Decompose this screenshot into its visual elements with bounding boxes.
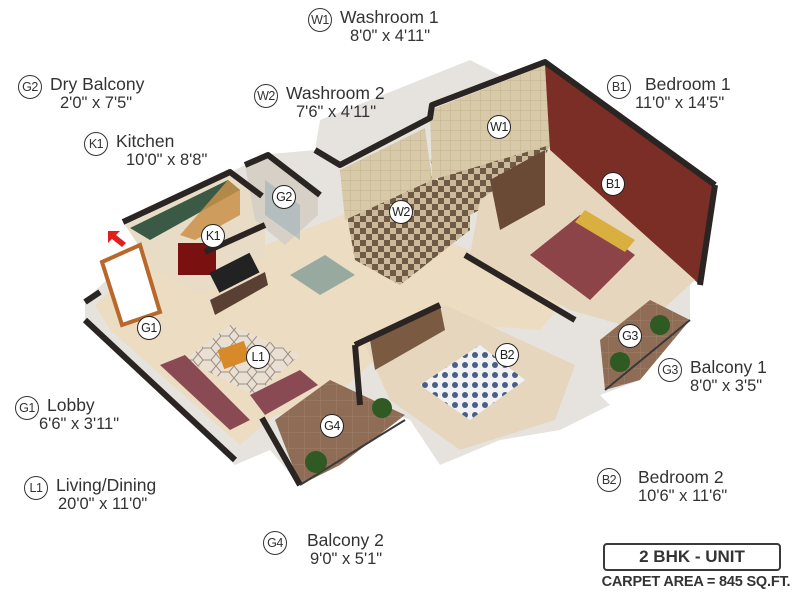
room-dimensions: 8'0" x 4'11" bbox=[350, 27, 431, 45]
entrance-door bbox=[99, 242, 163, 328]
wardrobe bbox=[490, 150, 545, 230]
marker-g4: G4 bbox=[320, 414, 344, 438]
room-dimensions: 20'0" x 11'0" bbox=[58, 495, 148, 513]
unit-type-label: 2 BHK - UNIT bbox=[639, 547, 745, 566]
room-name: Bedroom 1 bbox=[645, 74, 731, 94]
legend-badge: B1 bbox=[607, 75, 631, 99]
room-dimensions: 7'6" x 4'11" bbox=[296, 103, 377, 121]
marker-k1: K1 bbox=[201, 224, 225, 248]
legend-badge: G3 bbox=[658, 358, 682, 382]
room-name: Bedroom 2 bbox=[638, 467, 724, 487]
sofa bbox=[160, 355, 250, 430]
marker-l1: L1 bbox=[246, 345, 270, 369]
room-name: Balcony 1 bbox=[690, 357, 767, 377]
legend-badge: K1 bbox=[84, 132, 108, 156]
room-dimensions: 11'0" x 14'5" bbox=[635, 94, 725, 112]
room-name: Dry Balcony bbox=[50, 74, 145, 94]
legend-badge: W1 bbox=[308, 8, 332, 32]
marker-g3: G3 bbox=[618, 324, 642, 348]
dining-table bbox=[290, 255, 355, 295]
room-name: Living/Dining bbox=[56, 475, 157, 495]
marker-b1: B1 bbox=[601, 172, 625, 196]
legend-badge: G4 bbox=[263, 531, 287, 555]
room-dimensions: 6'6" x 3'11" bbox=[39, 415, 120, 433]
marker-w1: W1 bbox=[487, 115, 511, 139]
legend-badge: W2 bbox=[254, 84, 278, 108]
marker-g2: G2 bbox=[272, 185, 296, 209]
room-name: Washroom 2 bbox=[286, 83, 385, 103]
marker-g1: G1 bbox=[137, 316, 161, 340]
room-dimensions: 10'0" x 8'8" bbox=[126, 151, 208, 169]
room-dimensions: 10'6" x 11'6" bbox=[638, 487, 728, 505]
room-name: Lobby bbox=[47, 395, 95, 415]
unit-type-box: 2 BHK - UNIT bbox=[603, 543, 781, 571]
legend-badge: L1 bbox=[24, 476, 48, 500]
legend-badge: B2 bbox=[597, 468, 621, 492]
bedroom-1-wall bbox=[545, 65, 715, 285]
room-name: Balcony 2 bbox=[307, 530, 384, 550]
room-dimensions: 9'0" x 5'1" bbox=[310, 550, 383, 568]
marker-b2: B2 bbox=[495, 343, 519, 367]
room-dimensions: 2'0" x 7'5" bbox=[60, 94, 133, 112]
tv-unit bbox=[210, 272, 268, 315]
room-name: Kitchen bbox=[116, 131, 175, 151]
marker-w2: W2 bbox=[389, 200, 413, 224]
room-dimensions: 8'0" x 3'5" bbox=[690, 377, 763, 395]
room-name: Washroom 1 bbox=[340, 7, 439, 27]
carpet-area-label: CARPET AREA = 845 SQ.FT. bbox=[601, 574, 791, 590]
walls bbox=[82, 59, 718, 487]
entrance-arrow-icon bbox=[108, 231, 126, 247]
legend-badge: G1 bbox=[15, 396, 39, 420]
legend-badge: G2 bbox=[18, 75, 42, 99]
